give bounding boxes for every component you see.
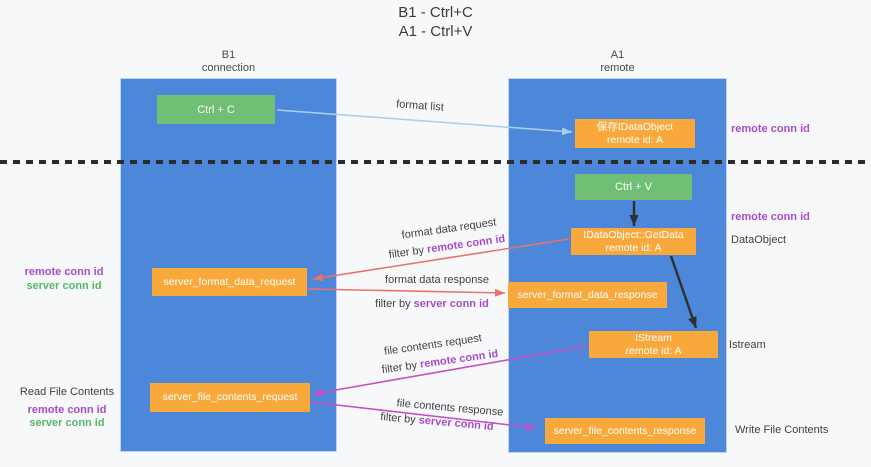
node-server-format-data-request-label: server_format_data_request xyxy=(163,275,296,288)
node-server-format-data-response-label: server_format_data_response xyxy=(517,288,658,301)
node-server-file-contents-request: server_file_contents_request xyxy=(150,383,310,412)
label-read-file-block: Read File Contents remote conn id server… xyxy=(12,386,122,431)
filter-key-server-conn-id: server conn id xyxy=(413,298,489,310)
node-server-file-contents-request-label: server_file_contents_request xyxy=(162,391,298,403)
label-remote-conn-id-mid-left: remote conn id xyxy=(24,266,104,278)
filter-prefix: filter by xyxy=(381,358,421,377)
node-ctrl-v-label: Ctrl + V xyxy=(615,181,652,193)
label-server-conn-id-bottom-left: server conn id xyxy=(29,417,105,429)
filter-prefix: filter by xyxy=(388,243,428,262)
filter-prefix: filter by xyxy=(375,298,414,310)
dashed-divider xyxy=(0,160,871,164)
edge-label-format-list: format list xyxy=(395,98,445,114)
node-istream-line1: IStream xyxy=(635,331,672,344)
node-save-dataobject-line2: remote id: A xyxy=(606,133,664,146)
label-remote-conn-id-bottom-left: remote conn id xyxy=(27,403,107,416)
filter-key-server-conn-id: server conn id xyxy=(418,414,495,433)
title-line-2: A1 - Ctrl+V xyxy=(398,23,473,40)
title-line-1: B1 - Ctrl+C xyxy=(398,4,473,21)
label-dataobject: DataObject xyxy=(731,234,787,246)
node-save-dataobject: 保存IDataObject remote id: A xyxy=(575,119,695,148)
filter-prefix: filter by xyxy=(379,411,420,427)
label-remote-conn-id-mid-right: remote conn id xyxy=(731,211,810,223)
node-getdata-line2: remote id: A xyxy=(605,241,662,254)
lifeline-header-b1: B1 connection xyxy=(120,49,337,74)
label-read-file-contents: Read File Contents xyxy=(19,386,115,398)
node-getdata-line1: IDataObject::GetData xyxy=(583,228,684,241)
label-server-conn-id-mid-left: server conn id xyxy=(26,280,102,292)
label-conn-ids-mid-left: remote conn id server conn id xyxy=(20,265,108,293)
label-remote-conn-id-top-right: remote conn id xyxy=(731,123,810,135)
node-server-format-data-request: server_format_data_request xyxy=(152,268,307,296)
arrow-format-data-response xyxy=(307,288,506,297)
edge-label-format-data-response-filter: filter by server conn id xyxy=(375,298,489,310)
node-istream: IStream remote id: A xyxy=(589,331,718,358)
node-ctrl-c: Ctrl + C xyxy=(157,95,275,124)
node-getdata: IDataObject::GetData remote id: A xyxy=(571,228,696,255)
node-server-file-contents-response: server_file_contents_response xyxy=(545,418,705,444)
node-server-file-contents-response-label: server_file_contents_response xyxy=(553,424,697,437)
node-ctrl-c-label: Ctrl + C xyxy=(197,103,235,116)
node-ctrl-v: Ctrl + V xyxy=(575,174,692,200)
edge-label-format-data-response: format data response xyxy=(385,274,489,286)
node-save-dataobject-line1: 保存IDataObject xyxy=(596,120,674,133)
label-write-file-contents: Write File Contents xyxy=(735,424,829,436)
lifeline-header-a1: A1 remote xyxy=(508,49,727,74)
lifeline-b1-subtitle: connection xyxy=(201,61,256,74)
node-istream-line2: remote id: A xyxy=(625,344,682,357)
lifeline-b1-title: B1 xyxy=(221,49,236,61)
label-istream: Istream xyxy=(729,339,766,351)
diagram-title: B1 - Ctrl+C A1 - Ctrl+V xyxy=(0,3,871,41)
node-server-format-data-response: server_format_data_response xyxy=(508,282,667,308)
lifeline-a1-title: A1 xyxy=(610,49,625,61)
lifeline-a1-subtitle: remote xyxy=(600,61,635,74)
